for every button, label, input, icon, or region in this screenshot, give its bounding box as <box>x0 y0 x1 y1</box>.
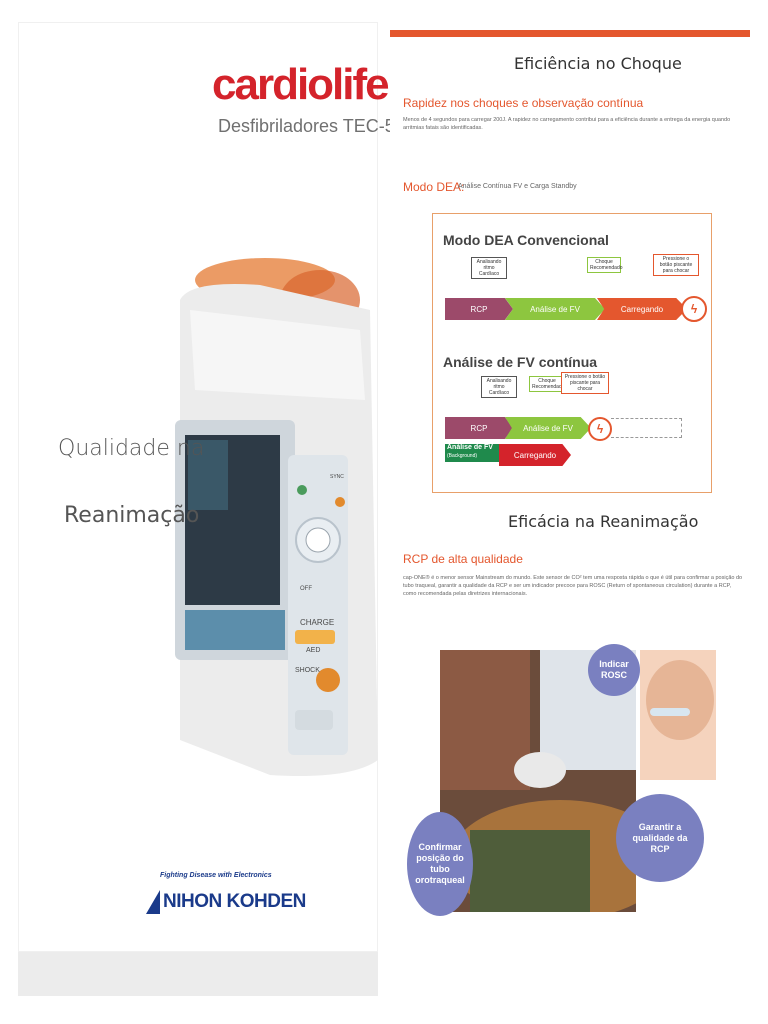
section2-title: Eficácia na Reanimação <box>508 512 699 531</box>
conv-callout-analyzing: Analisando ritmo Cardíaco <box>471 257 507 279</box>
company-name: NIHON KOHDEN <box>163 891 306 912</box>
quality-heading-line2: Reanimação <box>64 503 200 528</box>
page-bottom-strip <box>18 952 378 996</box>
cont-mode-title: Análise de FV contínua <box>443 354 598 370</box>
conv-step-rcp: RCP <box>445 298 513 320</box>
conv-step-analysis: Análise de FV <box>505 298 605 320</box>
mode-description: Análise Contínua FV e Carga Standby <box>458 183 577 190</box>
dea-diagram: Modo DEA Convencional Analisando ritmo C… <box>432 213 712 493</box>
background-analysis-title: Análise de FV <box>447 444 493 451</box>
cont-step-rcp: RCP <box>445 417 513 439</box>
background-analysis-sub: (Background) <box>447 453 478 459</box>
section1-heading: Rapidez nos choques e observação contínu… <box>403 96 644 110</box>
circle-quality-rcp: Garantir a qualidade da RCP <box>616 794 704 882</box>
quality-heading-line1: Qualidade na <box>58 436 205 461</box>
conv-callout-press: Pressione o botão piscante para chocar <box>653 254 699 276</box>
cont-step-analysis: Análise de FV <box>505 417 591 439</box>
device-aed-label: AED <box>306 647 320 654</box>
device-sync-label: SYNC <box>330 474 344 480</box>
background-analysis-label: Análise de FV (Background) <box>445 444 503 462</box>
brand-subtitle: Desfibriladores TEC-5600 <box>218 116 425 136</box>
conv-mode-title: Modo DEA Convencional <box>443 232 609 248</box>
circle-confirm-tube: Confirmar posição do tubo orotraqueal <box>407 812 473 916</box>
device-off-label: OFF <box>300 586 312 592</box>
defibrillator-image: CHARGE AED SHOCK OFF SYNC <box>175 258 378 776</box>
circle-label: Indicar ROSC <box>599 659 629 680</box>
section1-text: Menos de 4 segundos para carregar 200J. … <box>403 117 731 131</box>
patient-photo <box>640 650 716 780</box>
cont-callout-press: Pressione o botão piscante para chocar <box>561 372 609 394</box>
cont-callout-shock: Choque Recomendado <box>529 376 565 392</box>
cont-callout-analyzing: Analisando ritmo Cardíaco <box>481 376 517 398</box>
circle-indicate-rosc: Indicar ROSC <box>588 644 640 696</box>
company-tagline: Fighting Disease with Electronics <box>160 872 272 879</box>
dashed-arrow <box>611 418 682 438</box>
company-logo: NIHON KOHDEN <box>146 890 306 914</box>
accent-bar <box>390 30 750 37</box>
device-charge-label: CHARGE <box>300 618 334 627</box>
shock-icon: ϟ <box>588 417 612 441</box>
nihon-kohden-icon <box>146 890 160 914</box>
mode-label: Modo DEA: <box>403 180 465 194</box>
conv-step-charging: Carregando <box>597 298 687 320</box>
section2-heading: RCP de alta qualidade <box>403 552 523 566</box>
device-shock-label: SHOCK <box>295 667 320 674</box>
cont-step-charging: Carregando <box>499 444 571 466</box>
shock-icon: ϟ <box>681 296 707 322</box>
circle-label: Confirmar posição do tubo orotraqueal <box>415 842 465 885</box>
section2-text: cap-ONE® é o menor sensor Mainstream do … <box>403 575 743 597</box>
conv-callout-shock: Choque Recomendado <box>587 257 623 273</box>
section1-title: Eficiência no Choque <box>514 54 682 73</box>
circle-label: Garantir a qualidade da RCP <box>632 821 688 854</box>
brand-logo: cardiolife <box>212 60 390 109</box>
